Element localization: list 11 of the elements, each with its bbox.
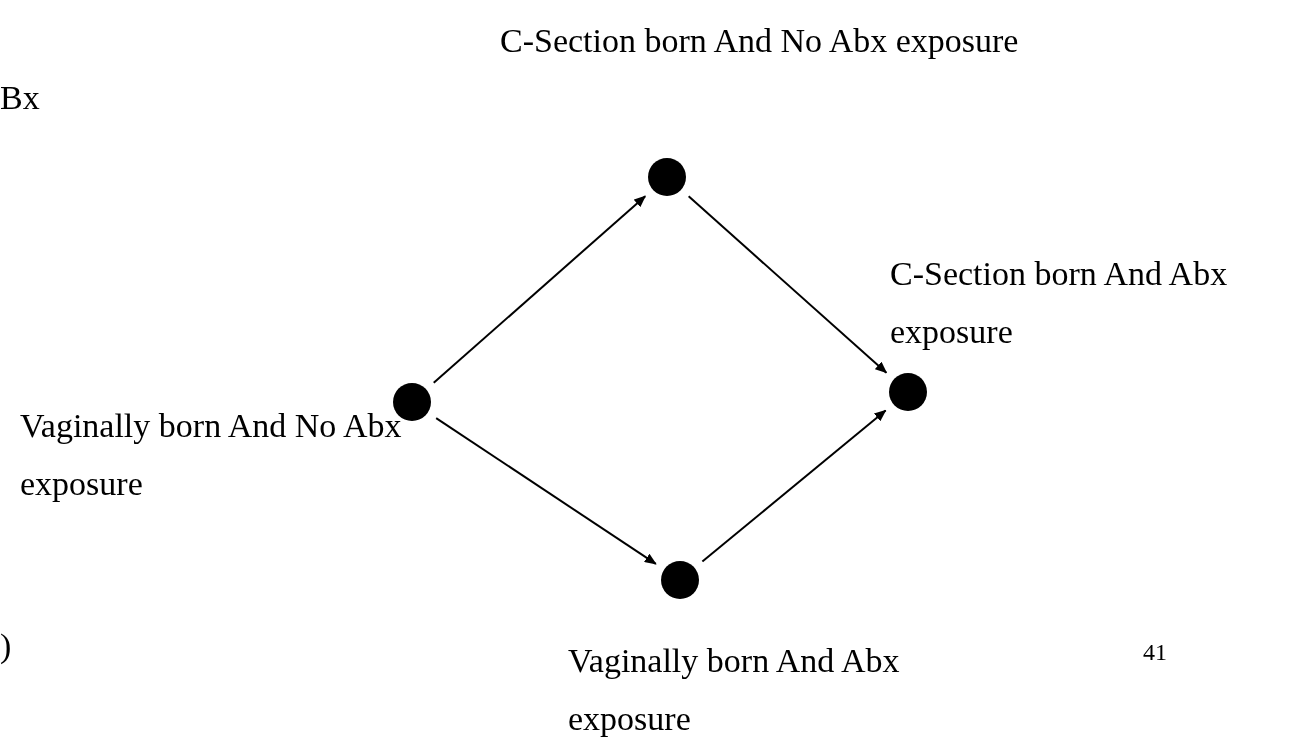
page-number: 41 [1143, 638, 1167, 667]
text-fragment: ) [0, 626, 12, 666]
arrow [701, 409, 887, 563]
node-caption: Vaginally born And Abx exposure [568, 641, 901, 739]
text-fragment: Bx [0, 78, 40, 118]
node-caption: Vaginally born And No Abx exposure [20, 406, 403, 504]
arrow [687, 195, 888, 374]
arrow [435, 417, 657, 565]
node-caption: C-Section born And No Abx exposure [500, 21, 1020, 61]
node-caption: C-Section born And Abx exposure [890, 254, 1229, 352]
arrow [432, 195, 647, 384]
